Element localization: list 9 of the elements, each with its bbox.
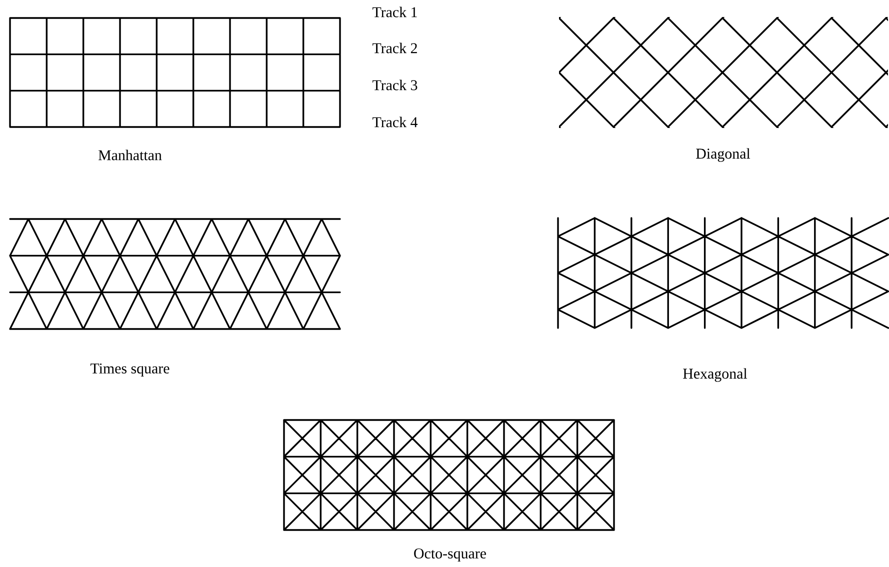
grid-caption: Diagonal [696, 148, 750, 162]
grid-caption: Octo-square [414, 548, 486, 562]
grid-caption: Hexagonal [683, 368, 748, 382]
track-label: Track 4 [372, 116, 418, 128]
grid-caption: Manhattan [98, 150, 162, 160]
track-label: Track 2 [372, 42, 417, 54]
grid-caption: Times square [90, 363, 170, 377]
track-label: Track 3 [372, 80, 418, 90]
track-label: Track 1 [372, 6, 417, 18]
